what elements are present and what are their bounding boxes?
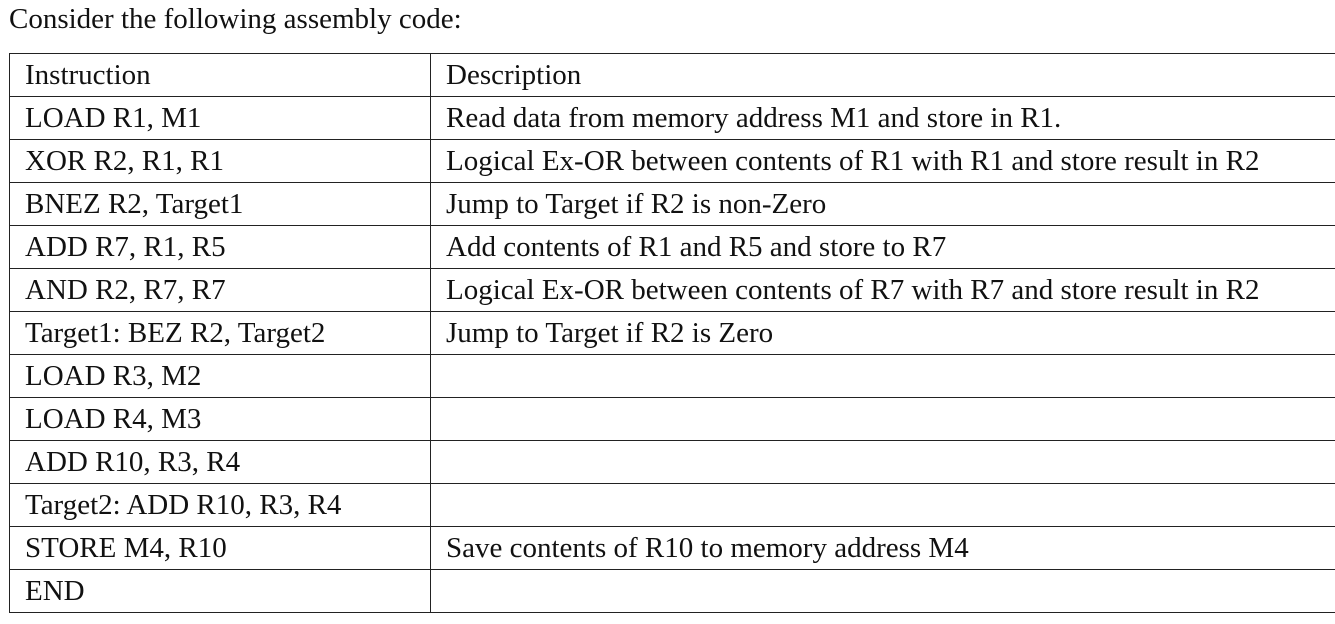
table-row: ADD R10, R3, R4 [9, 440, 1335, 484]
description-cell: Jump to Target if R2 is non-Zero [430, 182, 1335, 226]
instruction-cell: BNEZ R2, Target1 [9, 182, 431, 226]
header-instruction: Instruction [9, 53, 431, 97]
table-row: STORE M4, R10 Save contents of R10 to me… [9, 526, 1335, 570]
instruction-cell: LOAD R3, M2 [9, 354, 431, 398]
assembly-table: Instruction Description LOAD R1, M1 Read… [9, 53, 1335, 613]
instruction-cell: END [9, 569, 431, 613]
table-row: END [9, 569, 1335, 613]
table-row: LOAD R1, M1 Read data from memory addres… [9, 96, 1335, 140]
instruction-cell: STORE M4, R10 [9, 526, 431, 570]
instruction-cell: LOAD R4, M3 [9, 397, 431, 441]
description-cell [430, 440, 1335, 484]
instruction-cell: ADD R10, R3, R4 [9, 440, 431, 484]
table-row: ADD R7, R1, R5 Add contents of R1 and R5… [9, 225, 1335, 269]
table-row: BNEZ R2, Target1 Jump to Target if R2 is… [9, 182, 1335, 226]
description-cell: Add contents of R1 and R5 and store to R… [430, 225, 1335, 269]
table-row: LOAD R4, M3 [9, 397, 1335, 441]
instruction-cell: LOAD R1, M1 [9, 96, 431, 140]
table-header-row: Instruction Description [9, 53, 1335, 97]
description-cell: Read data from memory address M1 and sto… [430, 96, 1335, 140]
description-cell [430, 354, 1335, 398]
description-cell: Save contents of R10 to memory address M… [430, 526, 1335, 570]
table-row: Target2: ADD R10, R3, R4 [9, 483, 1335, 527]
description-cell [430, 397, 1335, 441]
instruction-cell: AND R2, R7, R7 [9, 268, 431, 312]
description-cell [430, 569, 1335, 613]
header-description: Description [430, 53, 1335, 97]
instruction-cell: XOR R2, R1, R1 [9, 139, 431, 183]
description-cell [430, 483, 1335, 527]
instruction-cell: Target2: ADD R10, R3, R4 [9, 483, 431, 527]
description-cell: Jump to Target if R2 is Zero [430, 311, 1335, 355]
instruction-cell: ADD R7, R1, R5 [9, 225, 431, 269]
table-row: XOR R2, R1, R1 Logical Ex-OR between con… [9, 139, 1335, 183]
table-row: LOAD R3, M2 [9, 354, 1335, 398]
table-row: Target1: BEZ R2, Target2 Jump to Target … [9, 311, 1335, 355]
intro-text: Consider the following assembly code: [9, 3, 462, 35]
description-cell: Logical Ex-OR between contents of R7 wit… [430, 268, 1335, 312]
instruction-cell: Target1: BEZ R2, Target2 [9, 311, 431, 355]
description-cell: Logical Ex-OR between contents of R1 wit… [430, 139, 1335, 183]
table-row: AND R2, R7, R7 Logical Ex-OR between con… [9, 268, 1335, 312]
